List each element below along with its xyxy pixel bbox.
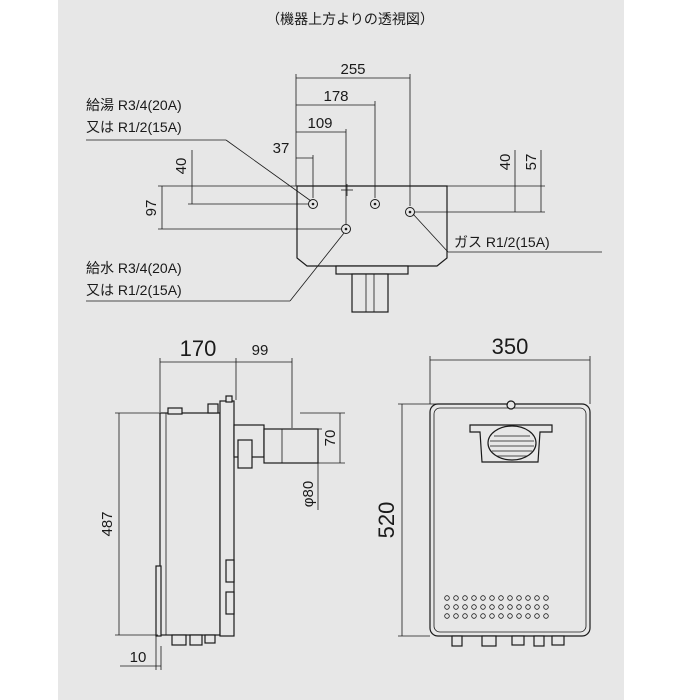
vent-holes [444, 595, 549, 619]
dim-40-right-label: 40 [497, 154, 514, 171]
gas-connection [405, 207, 415, 217]
front-pipe-fitting [481, 635, 497, 647]
dim-109-label: 109 [307, 115, 332, 132]
top-view-unit [296, 184, 448, 313]
dim-350-label: 350 [492, 334, 529, 359]
top-view-callouts [86, 139, 602, 302]
top-view-left-dims [158, 150, 341, 230]
pipe-fitting [204, 634, 216, 644]
pipe-fitting [171, 634, 187, 646]
dim-97-label: 97 [143, 200, 160, 217]
top-view-horizontal-dims [295, 74, 411, 224]
dim-520-label: 520 [374, 502, 399, 539]
dim-phi80-label: φ80 [300, 481, 317, 507]
dim-70-label: 70 [322, 430, 339, 447]
gas-connection-a [370, 199, 380, 209]
bottom-bracket [155, 565, 162, 637]
gas-center [408, 210, 412, 214]
cold-water-center [344, 227, 348, 231]
exhaust-grille [487, 425, 537, 461]
exhaust-duct [263, 428, 319, 464]
top-view-right-dims [415, 150, 545, 213]
hot-water-label-1: 給湯 R3/4(20A) [86, 97, 182, 113]
side-view-unit [155, 395, 319, 646]
hot-water-center [311, 202, 315, 206]
side-view-casing [159, 412, 221, 636]
dim-178-label: 178 [323, 88, 348, 105]
dim-255-label: 255 [340, 61, 365, 78]
hot-water-connection [308, 199, 318, 209]
front-view-dims [398, 356, 591, 637]
exhaust-boss [237, 439, 253, 469]
flue-collar [335, 265, 409, 275]
dim-57-label: 57 [523, 154, 540, 171]
top-view-title: （機器上方よりの透視図） [266, 11, 434, 27]
top-lug [207, 403, 219, 414]
dim-37-label: 37 [273, 140, 290, 157]
dim-487-label: 487 [99, 511, 116, 536]
side-fitting [225, 591, 235, 615]
side-fitting [225, 559, 235, 583]
front-pipe-fitting [533, 635, 545, 647]
gas-label: ガス R1/2(15A) [454, 234, 550, 250]
side-view-dims [115, 358, 345, 670]
flue-stub [351, 273, 389, 313]
dim-170-label: 170 [180, 336, 217, 361]
top-lug [167, 407, 183, 415]
front-pipe-fitting [451, 635, 463, 647]
pipe-fitting [189, 634, 203, 646]
dim-40-left-label: 40 [173, 158, 190, 175]
front-pipe-fitting [551, 635, 565, 646]
hanging-hook [506, 400, 516, 410]
front-pipe-fitting [511, 635, 525, 646]
cold-water-connection [341, 224, 351, 234]
cold-water-label-2: 又は R1/2(15A) [86, 282, 182, 298]
dim-10-label: 10 [130, 649, 147, 666]
plate-tab [225, 395, 233, 403]
hot-water-label-2: 又は R1/2(15A) [86, 119, 182, 135]
gas-a-center [373, 202, 377, 206]
dim-99-label: 99 [252, 342, 269, 359]
cold-water-label-1: 給水 R3/4(20A) [86, 260, 182, 276]
front-view-unit [429, 400, 591, 647]
